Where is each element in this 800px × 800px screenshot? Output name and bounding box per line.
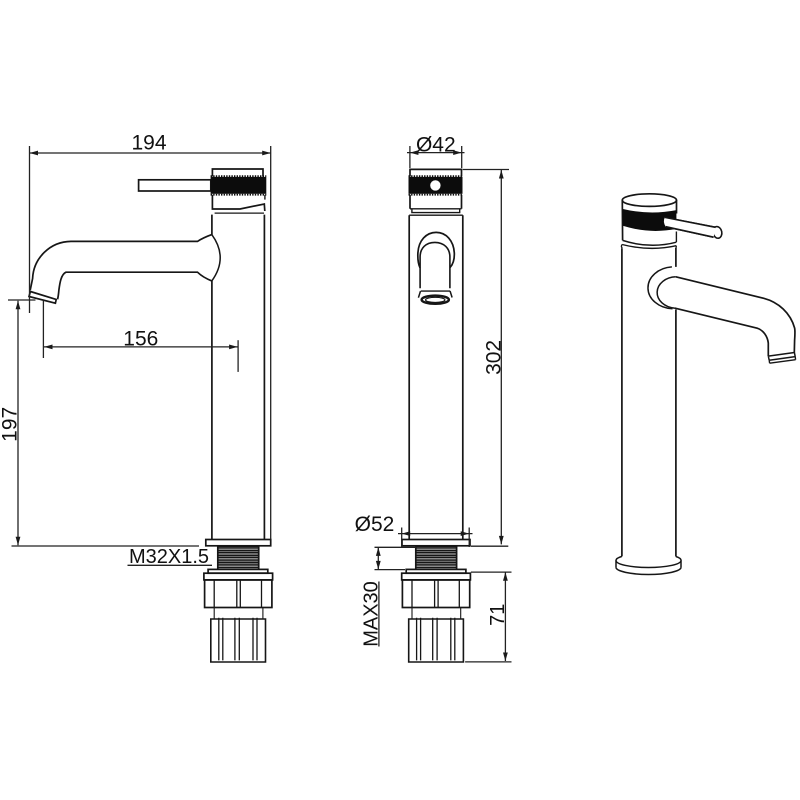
svg-text:197: 197 [0, 407, 22, 442]
svg-text:Ø42: Ø42 [416, 133, 456, 156]
svg-text:M32X1.5: M32X1.5 [129, 546, 209, 568]
svg-text:MAX30: MAX30 [360, 581, 382, 647]
svg-text:194: 194 [131, 132, 166, 155]
svg-text:156: 156 [123, 327, 158, 350]
svg-text:71: 71 [487, 604, 509, 626]
svg-text:Ø52: Ø52 [355, 513, 395, 536]
svg-text:302: 302 [482, 340, 505, 375]
